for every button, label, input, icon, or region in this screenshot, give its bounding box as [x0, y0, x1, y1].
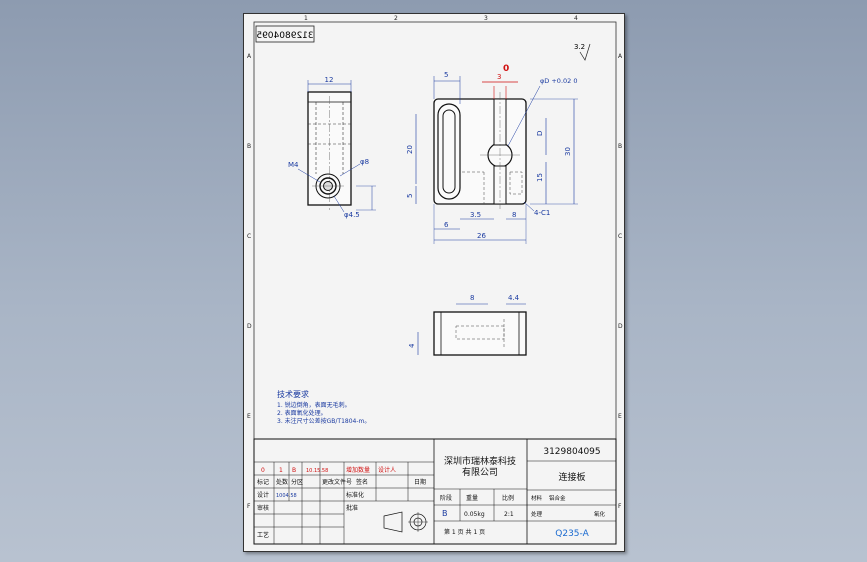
company-name-line2: 有限公司	[462, 466, 498, 478]
tech-note-3: 3. 未注尺寸公差按GB/T1804-m。	[277, 417, 370, 425]
company-name-line1: 深圳市瑞林泰科技	[444, 455, 516, 467]
sign-approve-label: 批准	[346, 504, 358, 512]
drawing-canvas: 1 2 3 4 A B C D E F A B C D E F 31298040…	[247, 15, 623, 545]
border-letter-f-right: F	[618, 503, 622, 510]
meta-weight-value: 0.05kg	[464, 511, 485, 518]
rev-zone: B	[292, 467, 296, 474]
surface-value: 氧化	[594, 510, 606, 518]
front-view-outline	[433, 311, 527, 356]
sign-design-value: 1004.58	[276, 493, 297, 499]
dim-top-diameter: φD +0.02 0	[540, 77, 577, 85]
border-letter-b: B	[247, 143, 251, 150]
svg-text:0: 0	[503, 64, 509, 74]
projection-symbol-icon	[383, 511, 428, 533]
material-label: 材料	[531, 494, 543, 502]
meta-stage-value: B	[442, 509, 448, 518]
tech-note-2: 2. 表面氧化处理。	[277, 409, 327, 417]
long-slot-inner	[442, 109, 456, 194]
border-letter-f: F	[247, 503, 251, 510]
sign-review-label: 审核	[257, 504, 269, 512]
dim-top-d: D	[536, 131, 544, 136]
dim-front-4: 4	[408, 343, 416, 348]
sign-design-label: 设计	[257, 491, 269, 499]
mirrored-drawing-number: 3129804095	[256, 31, 313, 41]
tech-notes-title: 技术要求	[277, 389, 309, 399]
technical-notes: 技术要求 1. 锐边倒角，表面无毛刺。 2. 表面氧化处理。 3. 未注尺寸公差…	[277, 389, 370, 425]
dim-front-8: 8	[470, 294, 474, 302]
border-letters: A B C D E F A B C D E F	[247, 53, 623, 510]
dim-hole-large: φ4.5	[344, 211, 360, 219]
dim-top-5: 5	[444, 71, 448, 79]
side-view: 12 φ8 φ4.5 M4	[288, 76, 376, 219]
sheet-info: 第 1 页 共 1 页	[444, 528, 485, 536]
drawing-number: 3129804095	[543, 447, 600, 457]
dim-top-red: 3	[497, 73, 501, 81]
dim-hole-small: φ8	[360, 158, 369, 166]
dim-bottom-3-5: 3.5	[470, 211, 481, 219]
roughness-symbol: 3.2	[574, 43, 591, 61]
dim-height-20: 20	[406, 145, 414, 154]
dim-bottom-26: 26	[477, 232, 486, 240]
meta-weight-label: 重量	[466, 494, 478, 502]
rev-change: 增加数量	[346, 466, 370, 474]
material-code: Q235-A	[555, 529, 589, 539]
border-numbers: 1 2 3 4	[304, 15, 578, 22]
border-letter-a-right: A	[618, 53, 623, 60]
dim-bottom-6: 6	[444, 221, 449, 229]
rev-mark: 0	[261, 467, 265, 474]
dim-front-4-4: 4.4	[508, 294, 520, 302]
border-letter-c-right: C	[618, 233, 622, 240]
sign-process-label: 工艺	[257, 531, 269, 539]
tech-note-1: 1. 锐边倒角，表面无毛刺。	[277, 401, 351, 409]
dim-chamfer: 4-C1	[534, 209, 550, 217]
border-number-3: 3	[484, 15, 488, 22]
dim-right-15: 15	[536, 173, 544, 182]
dim-height-30: 30	[564, 147, 572, 156]
border-number-2: 2	[394, 15, 398, 22]
sign-standard-label: 标准化	[346, 491, 364, 499]
dim-hole-mark: M4	[288, 161, 299, 169]
material-value: 铝合金	[549, 494, 566, 502]
meta-scale-label: 比例	[502, 494, 514, 502]
rev-file: 10.15.58	[306, 468, 328, 474]
hdr-sign: 签名	[356, 478, 368, 486]
top-view-outline	[433, 98, 527, 205]
border-letter-e-right: E	[618, 413, 622, 420]
roughness-check-icon	[579, 43, 591, 61]
border-number-1: 1	[304, 15, 308, 22]
border-letter-d: D	[247, 323, 252, 330]
rev-signer: 设计人	[378, 466, 396, 474]
hdr-date: 日期	[414, 478, 426, 486]
border-number-4: 4	[574, 15, 578, 22]
rev-count: 1	[279, 467, 283, 474]
long-slot-outer	[437, 103, 461, 200]
dim-bottom-8: 8	[512, 211, 516, 219]
border-letter-e: E	[247, 413, 251, 420]
meta-stage-label: 阶段	[440, 494, 452, 502]
hdr-file: 更改文件号	[322, 478, 352, 486]
drawing-sheet: 1 2 3 4 A B C D E F A B C D E F 31298040…	[243, 13, 625, 552]
part-name: 连接板	[558, 471, 585, 483]
hdr-count: 处数	[276, 478, 288, 486]
front-view: 8 4.4 4	[408, 294, 527, 356]
surface-label: 处理	[531, 510, 543, 518]
border-letter-b-right: B	[618, 143, 622, 150]
title-block: 0 1 B 10.15.58 增加数量 设计人 标记 处数 分区 更改文件号 签…	[253, 438, 617, 545]
roughness-value: 3.2	[574, 43, 585, 51]
meta-scale-value: 2:1	[504, 511, 514, 518]
top-view: 5 3 0 φD +0.02 0 30 D 15 20 5 3.5 6 26 8…	[406, 64, 578, 244]
border-letter-c: C	[247, 233, 251, 240]
border-letter-d-right: D	[618, 323, 623, 330]
hdr-zone: 分区	[291, 478, 303, 486]
dim-left-5: 5	[406, 194, 414, 198]
border-letter-a: A	[247, 53, 252, 60]
hdr-mark: 标记	[257, 478, 269, 486]
dim-side-width: 12	[325, 76, 334, 84]
mirrored-number-box	[255, 25, 315, 43]
